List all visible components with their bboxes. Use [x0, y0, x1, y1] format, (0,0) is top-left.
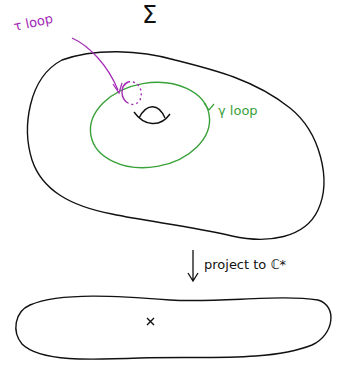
- base-outline: [16, 296, 331, 359]
- annotation-label: project to ℂ*: [204, 258, 286, 272]
- puncture-mark: [147, 318, 154, 325]
- gamma-arrowhead: [204, 103, 214, 110]
- tau-leader: [72, 38, 118, 90]
- surface-outline: [28, 52, 324, 240]
- gamma-loop: [84, 73, 217, 177]
- tau-loop: [122, 82, 128, 103]
- tau-loop: [128, 82, 141, 105]
- tau-arrowhead: [113, 83, 122, 93]
- projection-arrow: [188, 250, 198, 281]
- handle-hole: [139, 107, 165, 118]
- annotation-label: τ loop: [13, 12, 55, 34]
- annotation-label: γ loop: [218, 104, 258, 118]
- surface-name: Σ: [142, 2, 157, 28]
